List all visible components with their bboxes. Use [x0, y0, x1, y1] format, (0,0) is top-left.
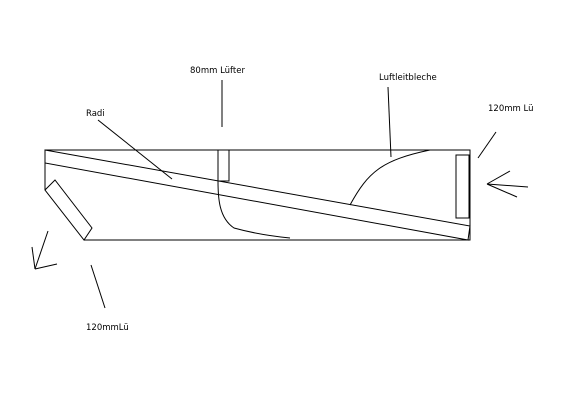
arrow-left-icon [486, 170, 529, 198]
label-air-baffles: Luftleitbleche [379, 73, 437, 83]
fan-120mm-left-shape [44, 179, 93, 241]
baffle-curve-left [217, 180, 291, 239]
label-80mm-fan: 80mm Lüfter [190, 66, 245, 76]
label-120mm-fan-left: 120mmLü [86, 323, 129, 333]
radiator-shape [44, 149, 471, 241]
label-120mm-fan-right: 120mm Lü [488, 104, 533, 114]
pointer-120mm-fan-right [477, 131, 497, 159]
fan-120mm-right-shape [455, 154, 470, 219]
label-radiator: Radi [86, 109, 105, 119]
case-outline [44, 149, 471, 241]
arrow-down-left-icon [31, 230, 58, 270]
fan-80mm-shape [217, 149, 230, 182]
pointer-120mm-fan-left [90, 264, 106, 309]
pointer-air-baffles [387, 86, 392, 158]
baffle-curve-right [349, 149, 431, 206]
